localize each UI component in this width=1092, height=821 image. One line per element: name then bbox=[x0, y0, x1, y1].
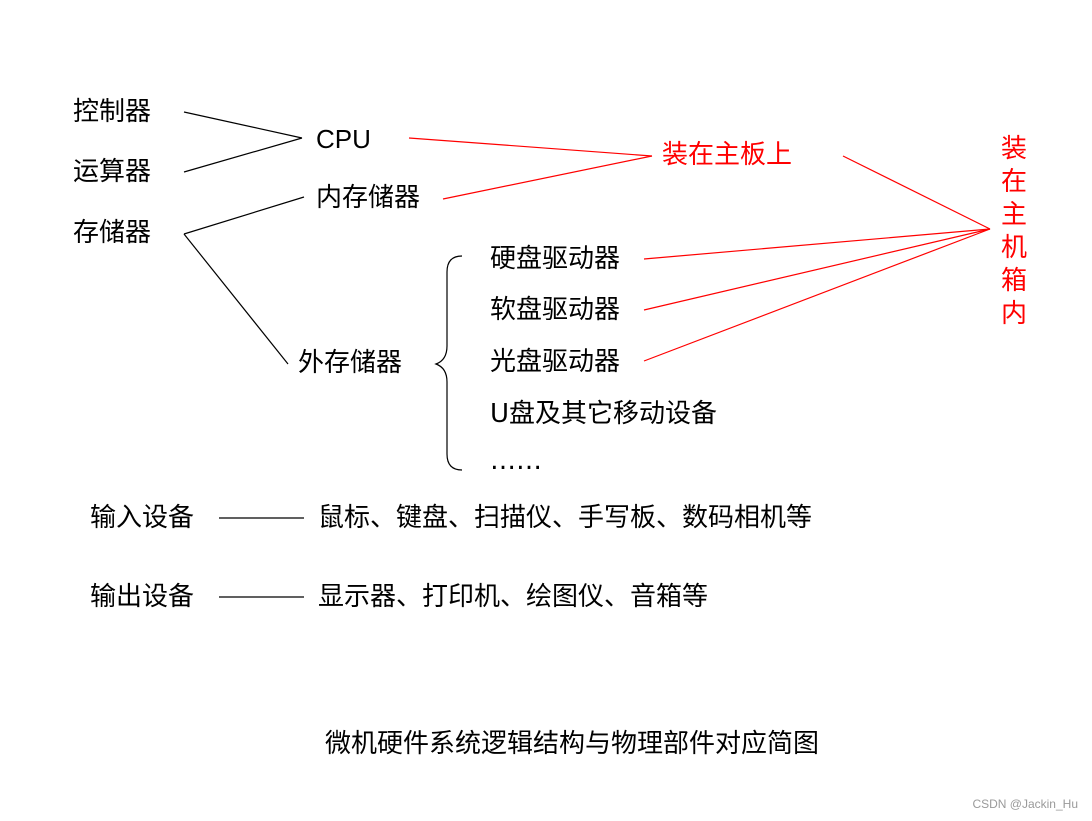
line-controller-cpu bbox=[183, 111, 303, 139]
node-odd: 光盘驱动器 bbox=[490, 347, 621, 377]
node-memory: 内存储器 bbox=[316, 183, 421, 213]
node-more: …… bbox=[490, 446, 542, 476]
node-fdd: 软盘驱动器 bbox=[490, 295, 621, 325]
label-on-board: 装在主板上 bbox=[662, 140, 793, 170]
node-cpu: CPU bbox=[316, 124, 371, 154]
line-fdd-case bbox=[643, 228, 991, 311]
input-devices-items: 鼠标、键盘、扫描仪、手写板、数码相机等 bbox=[318, 503, 813, 533]
node-hdd: 硬盘驱动器 bbox=[490, 244, 621, 274]
output-devices-items: 显示器、打印机、绘图仪、音箱等 bbox=[318, 582, 709, 612]
node-alu: 运算器 bbox=[73, 157, 152, 187]
node-external-storage: 外存储器 bbox=[298, 348, 403, 378]
brace-external-storage bbox=[434, 255, 463, 471]
output-devices-label: 输出设备 bbox=[90, 582, 195, 612]
watermark: CSDN @Jackin_Hu bbox=[972, 797, 1078, 811]
node-controller: 控制器 bbox=[73, 97, 152, 127]
line-odd-case bbox=[643, 228, 991, 362]
line-hdd-case bbox=[643, 228, 991, 260]
line-board-case bbox=[842, 155, 991, 230]
node-usb: U盘及其它移动设备 bbox=[490, 399, 718, 429]
line-cpu-board bbox=[408, 137, 653, 157]
line-storage-external bbox=[183, 233, 289, 365]
diagram-caption: 微机硬件系统逻辑结构与物理部件对应简图 bbox=[325, 729, 820, 759]
input-devices-label: 输入设备 bbox=[90, 503, 195, 533]
line-storage-memory bbox=[183, 196, 305, 235]
line-memory-board bbox=[442, 155, 653, 200]
line-alu-cpu bbox=[183, 137, 303, 173]
node-storage: 存储器 bbox=[73, 218, 152, 248]
label-in-case: 装在主机箱内 bbox=[1000, 134, 1027, 329]
